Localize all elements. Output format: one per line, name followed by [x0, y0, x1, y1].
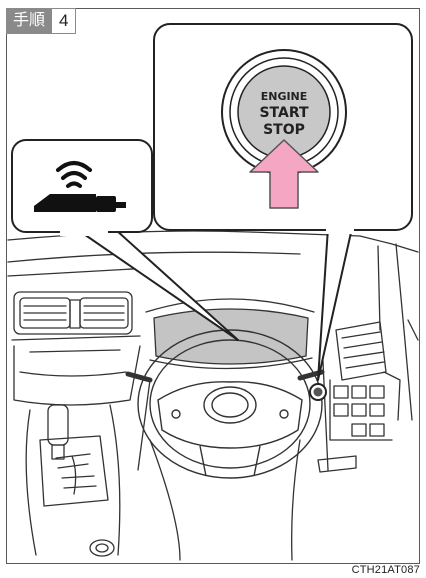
start-button-text-line1: ENGINE — [261, 90, 308, 103]
start-button-text-line2: START — [259, 105, 309, 121]
gear-shifter — [26, 405, 120, 556]
dashboard-start-button — [310, 384, 326, 400]
switch-panel — [330, 380, 392, 440]
right-air-vent — [336, 322, 400, 420]
step-label: 手順 — [6, 8, 52, 34]
figure-code: CTH21AT087 — [352, 564, 420, 576]
start-button-text-line3: STOP — [263, 122, 305, 138]
step-badge: 手順 4 — [6, 8, 76, 34]
left-air-vent — [14, 292, 132, 334]
step-number: 4 — [52, 8, 76, 34]
